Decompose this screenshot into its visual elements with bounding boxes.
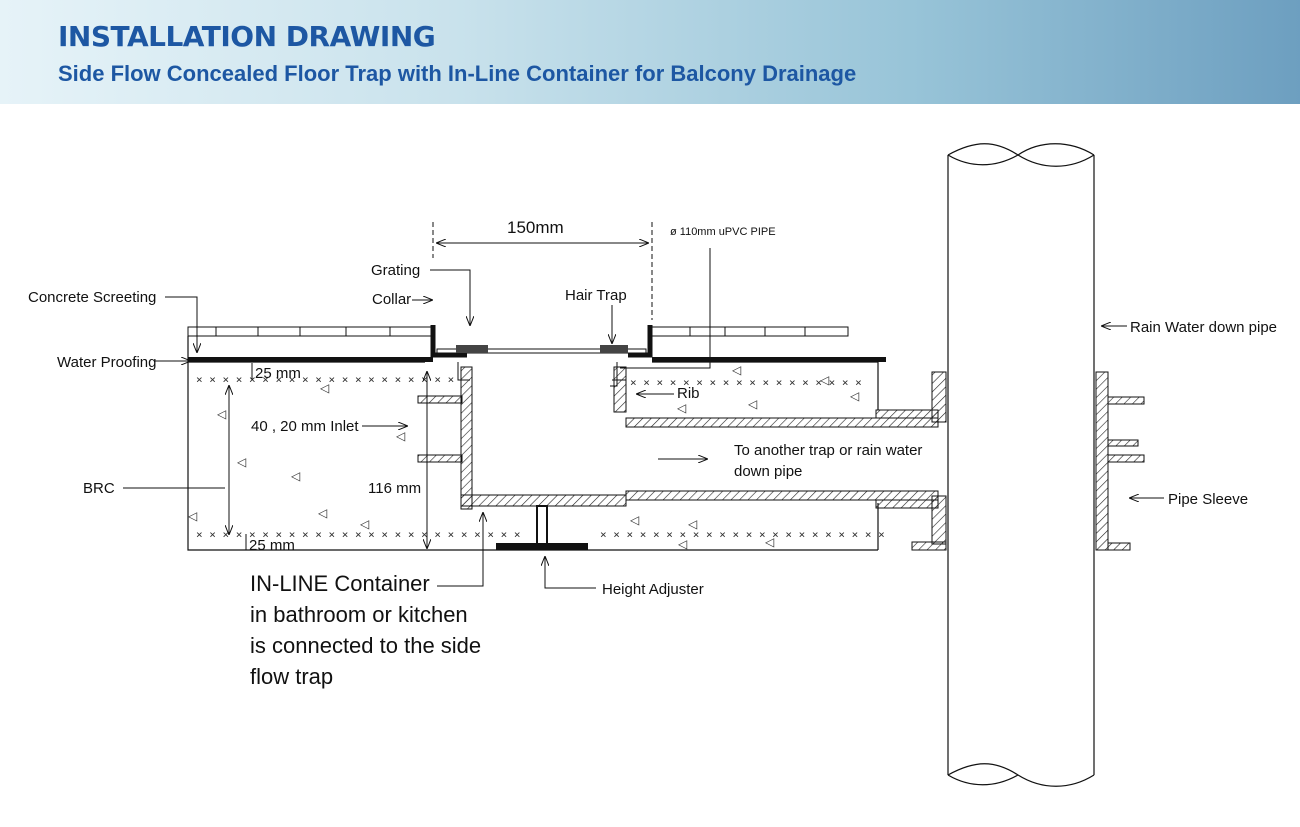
tile-layer (187, 326, 849, 337)
grating-label: Grating (371, 262, 420, 279)
svg-text:◁: ◁ (216, 407, 226, 421)
inlet-label: 40 , 20 mm Inlet (251, 418, 359, 435)
floor-trap-body (417, 325, 653, 510)
svg-text:◁: ◁ (849, 389, 859, 403)
svg-text:◁: ◁ (629, 513, 639, 527)
svg-text:◁: ◁ (187, 509, 197, 523)
page-title: INSTALLATION DRAWING (58, 20, 436, 53)
brc-reinforcement: × × × × × × × × × × × × × × × × × × × × … (196, 373, 885, 541)
container-label-line4: flow trap (250, 664, 333, 689)
brc-label: BRC (83, 480, 115, 497)
rain-water-pipe-label: Rain Water down pipe (1130, 319, 1277, 336)
side-outlet-pipe (625, 371, 947, 551)
svg-text:◁: ◁ (819, 373, 829, 387)
aggregate-marks: ◁ ◁ ◁ ◁ ◁ ◁ ◁ ◁ ◁ ◁ ◁ ◁ ◁ ◁ ◁ ◁ ◁ (187, 363, 859, 551)
collar-label: Collar (372, 291, 411, 308)
flow-label-line2: down pipe (734, 463, 802, 480)
height-dim-label: 116 mm (368, 480, 421, 497)
svg-text:◁: ◁ (319, 381, 329, 395)
pipe-sleeve-label: Pipe Sleeve (1168, 491, 1248, 508)
svg-text:◁: ◁ (764, 535, 774, 549)
svg-text:◁: ◁ (676, 401, 686, 415)
top-cover-label: 25 mm (255, 365, 301, 382)
flow-label-line1: To another trap or rain water (734, 442, 922, 459)
svg-text:◁: ◁ (731, 363, 741, 377)
height-adjuster (496, 505, 588, 550)
concrete-slab (187, 336, 879, 551)
page-subtitle: Side Flow Concealed Floor Trap with In-L… (58, 61, 857, 86)
svg-text:× × × × × × × × × × × × × × ×: × × × × × × × × × × × × × × × × × × × × (196, 373, 454, 386)
bottom-cover-label: 25 mm (249, 537, 295, 554)
rain-water-down-pipe (947, 143, 1095, 787)
svg-text:◁: ◁ (687, 517, 697, 531)
container-label-line3: is connected to the side (250, 633, 481, 658)
pipe-sleeve (1095, 371, 1145, 551)
container-label-line1: IN-LINE Container (250, 571, 430, 596)
svg-text:◁: ◁ (317, 506, 327, 520)
svg-text:◁: ◁ (359, 517, 369, 531)
rib-label: Rib (677, 385, 700, 402)
svg-text:◁: ◁ (236, 455, 246, 469)
svg-text:× × × × × × × × × × × × × × ×: × × × × × × × × × × × × × × × × × × × × … (196, 528, 521, 541)
concrete-screeting-label: Concrete Screeting (28, 289, 156, 306)
hair-trap-label: Hair Trap (565, 287, 627, 304)
dim-width-label: 150mm (507, 218, 564, 237)
dimension-lines (229, 222, 653, 550)
svg-text:◁: ◁ (290, 469, 300, 483)
svg-text:× × × × × × × × × × × × × × ×: × × × × × × × × × × × × × × × × × × × × … (600, 528, 885, 541)
height-adjuster-label: Height Adjuster (602, 581, 704, 598)
svg-text:× × × × × × × × × × × × × × ×: × × × × × × × × × × × × × × × × × × (630, 376, 862, 389)
svg-text:◁: ◁ (677, 537, 687, 551)
pipe-label: ø 110mm uPVC PIPE (670, 226, 776, 238)
header-banner: INSTALLATION DRAWING Side Flow Concealed… (0, 0, 1300, 104)
water-proofing-layer (188, 357, 886, 362)
svg-text:◁: ◁ (395, 429, 405, 443)
water-proofing-label: Water Proofing (57, 354, 157, 371)
container-label-line2: in bathroom or kitchen (250, 602, 468, 627)
leader-lines (123, 248, 1164, 589)
svg-text:◁: ◁ (747, 397, 757, 411)
